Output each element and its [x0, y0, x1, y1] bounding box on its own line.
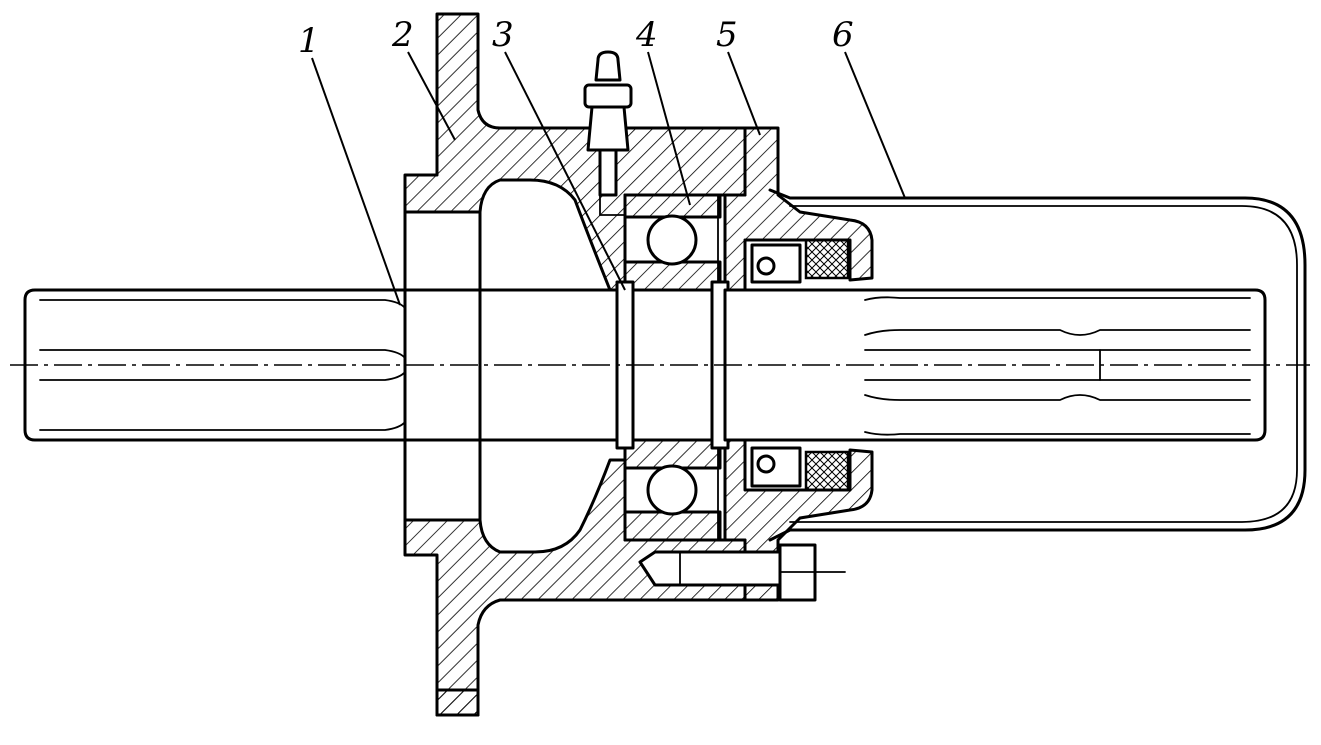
- bolt: [638, 543, 846, 602]
- callout-label-1: 1: [298, 21, 320, 61]
- callout-label-6: 6: [832, 15, 854, 55]
- callout-2: 2: [391, 15, 456, 141]
- housing: [403, 12, 747, 717]
- callout-label-3: 3: [492, 15, 514, 55]
- guard-cap: [768, 188, 1307, 542]
- callout-label-4: 4: [635, 15, 658, 55]
- callout-5: 5: [716, 15, 761, 136]
- grease-nipple: [583, 50, 633, 216]
- callout-label-2: 2: [391, 15, 414, 55]
- callout-4: 4: [635, 15, 691, 206]
- bearing: [623, 193, 722, 542]
- callout-1: 1: [298, 21, 401, 306]
- callout-label-5: 5: [716, 15, 738, 55]
- callout-3: 3: [492, 15, 626, 291]
- callout-6: 6: [832, 15, 906, 199]
